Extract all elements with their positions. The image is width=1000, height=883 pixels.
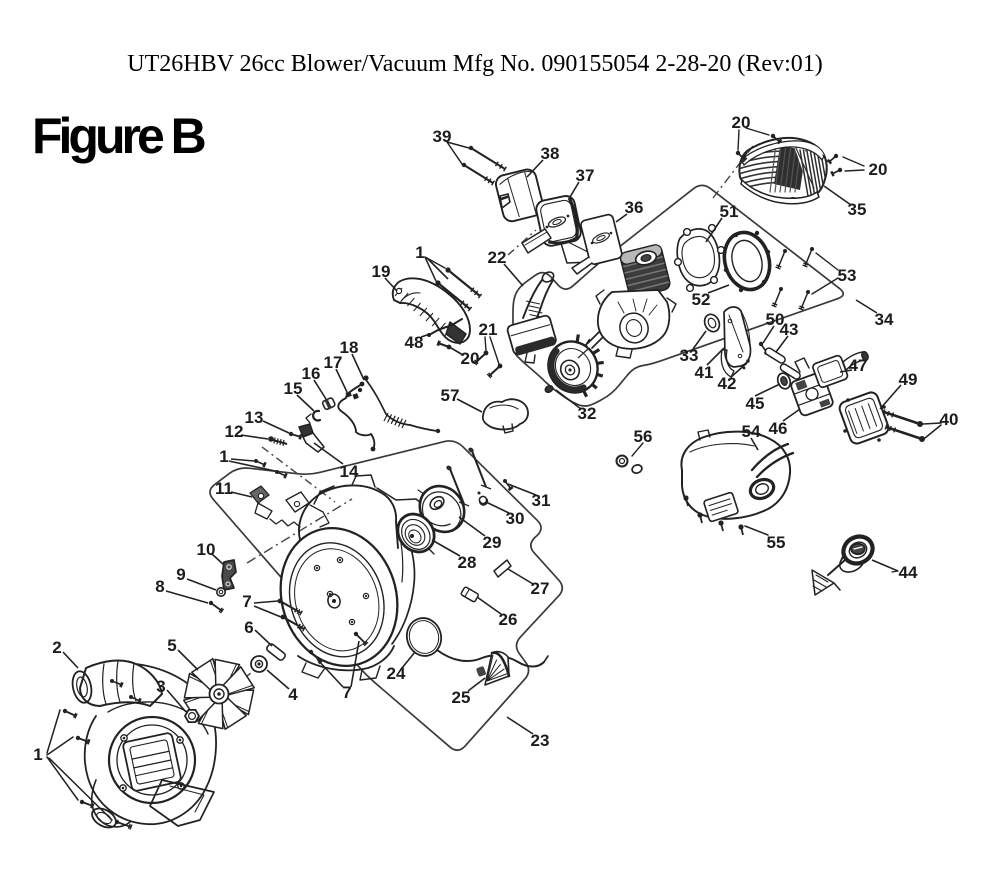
svg-text:20: 20 <box>732 113 751 132</box>
svg-text:36: 36 <box>625 198 644 217</box>
svg-text:39: 39 <box>433 127 452 146</box>
svg-text:43: 43 <box>780 320 799 339</box>
svg-text:55: 55 <box>767 533 786 552</box>
svg-text:28: 28 <box>458 553 477 572</box>
svg-text:29: 29 <box>483 533 502 552</box>
svg-text:35: 35 <box>848 200 867 219</box>
svg-text:14: 14 <box>340 462 359 481</box>
svg-text:49: 49 <box>899 370 918 389</box>
svg-text:54: 54 <box>742 422 761 441</box>
svg-text:38: 38 <box>541 144 560 163</box>
svg-text:26: 26 <box>499 610 518 629</box>
svg-text:24: 24 <box>387 664 406 683</box>
svg-text:17: 17 <box>324 353 343 372</box>
svg-text:22: 22 <box>488 248 507 267</box>
svg-text:32: 32 <box>578 404 597 423</box>
svg-text:16: 16 <box>302 364 321 383</box>
svg-text:21: 21 <box>479 320 498 339</box>
svg-text:1: 1 <box>33 745 42 764</box>
svg-text:7: 7 <box>242 592 251 611</box>
svg-text:53: 53 <box>838 266 857 285</box>
svg-text:45: 45 <box>746 394 765 413</box>
svg-text:1: 1 <box>415 243 424 262</box>
svg-text:42: 42 <box>718 374 737 393</box>
svg-text:19: 19 <box>372 262 391 281</box>
svg-text:7: 7 <box>342 683 351 702</box>
svg-text:46: 46 <box>769 419 788 438</box>
svg-text:33: 33 <box>680 346 699 365</box>
svg-text:50: 50 <box>766 310 785 329</box>
svg-text:5: 5 <box>167 636 176 655</box>
svg-text:31: 31 <box>532 491 551 510</box>
svg-text:4: 4 <box>288 685 298 704</box>
svg-text:27: 27 <box>531 579 550 598</box>
svg-text:10: 10 <box>197 540 216 559</box>
svg-text:57: 57 <box>441 386 460 405</box>
svg-text:9: 9 <box>176 565 185 584</box>
svg-text:11: 11 <box>215 479 233 498</box>
svg-text:15: 15 <box>284 379 303 398</box>
svg-text:20: 20 <box>461 349 480 368</box>
svg-text:40: 40 <box>940 410 959 429</box>
svg-text:3: 3 <box>156 677 165 696</box>
svg-text:23: 23 <box>531 731 550 750</box>
svg-text:44: 44 <box>899 563 918 582</box>
svg-text:52: 52 <box>692 290 711 309</box>
svg-text:51: 51 <box>720 202 739 221</box>
svg-text:56: 56 <box>634 427 653 446</box>
svg-text:20: 20 <box>869 160 888 179</box>
svg-text:34: 34 <box>875 310 894 329</box>
svg-text:48: 48 <box>405 333 424 352</box>
svg-text:30: 30 <box>506 509 525 528</box>
svg-text:6: 6 <box>244 618 253 637</box>
svg-text:1: 1 <box>219 447 228 466</box>
svg-text:18: 18 <box>340 338 359 357</box>
svg-text:2: 2 <box>52 638 61 657</box>
svg-text:37: 37 <box>576 166 595 185</box>
svg-text:13: 13 <box>245 408 264 427</box>
svg-text:41: 41 <box>695 363 714 382</box>
svg-text:8: 8 <box>155 577 164 596</box>
svg-text:12: 12 <box>225 422 244 441</box>
svg-text:25: 25 <box>452 688 471 707</box>
svg-text:47: 47 <box>849 356 868 375</box>
